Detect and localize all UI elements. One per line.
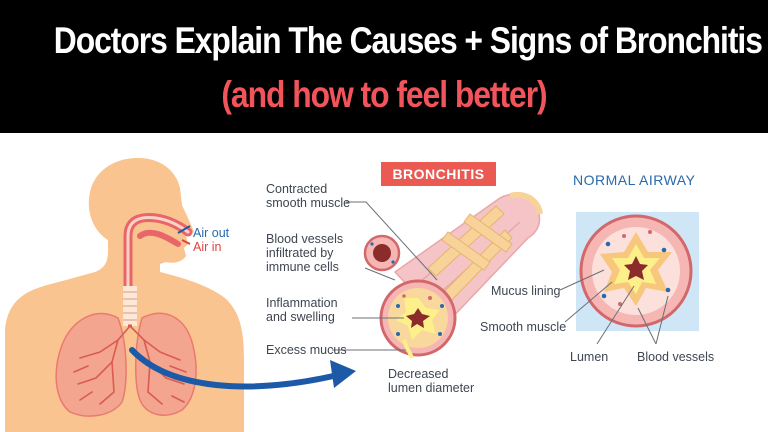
title-banner: Doctors Explain The Causes + Signs of Br… xyxy=(0,0,768,133)
airway-zoom-arrow xyxy=(129,347,356,390)
page-title: Doctors Explain The Causes + Signs of Br… xyxy=(53,20,763,61)
inflammation-label-line1: Inflammation xyxy=(266,296,338,310)
blood-vessels-label-line3: immune cells xyxy=(266,260,339,274)
lumen-label: Lumen xyxy=(570,350,609,364)
excess-mucus-label: Excess mucus xyxy=(266,343,347,357)
blood-vessels-label-line1: Blood vessels xyxy=(266,232,344,246)
decreased-lumen-label-line2: lumen diameter xyxy=(388,381,475,395)
bronchitis-cross-section xyxy=(379,279,457,359)
decreased-lumen-label-line1: Decreased xyxy=(388,367,449,381)
upper-airway xyxy=(123,213,193,295)
blood-vessels-normal-label: Blood vessels xyxy=(637,350,715,364)
blood-vessel-cross-section xyxy=(363,234,401,272)
normal-airway-title: NORMAL AIRWAY xyxy=(573,172,696,188)
bronchitis-diagram xyxy=(5,158,699,432)
normal-airway-leader-lines xyxy=(559,269,669,345)
page-subtitle: (and how to feel better) xyxy=(221,74,547,115)
air-out-label: Air out xyxy=(193,226,230,240)
smooth-muscle-label: Smooth muscle xyxy=(480,320,567,334)
blood-vessels-label-line2: infiltrated by xyxy=(266,246,334,260)
contracted-muscle-label-line2: smooth muscle xyxy=(266,196,351,210)
bronchitis-leader-lines xyxy=(332,201,438,351)
inflammation-label-line2: and swelling xyxy=(266,310,335,324)
normal-airway-panel xyxy=(576,212,699,331)
air-in-label: Air in xyxy=(193,240,222,254)
bronchitis-badge: BRONCHITIS xyxy=(381,162,496,186)
right-lung xyxy=(135,312,197,416)
left-lung xyxy=(55,312,127,417)
contracted-muscle-label-line1: Contracted xyxy=(266,182,328,196)
mucus-lining-label: Mucus lining xyxy=(491,284,561,298)
lungs xyxy=(55,312,197,417)
trachea xyxy=(123,286,137,326)
